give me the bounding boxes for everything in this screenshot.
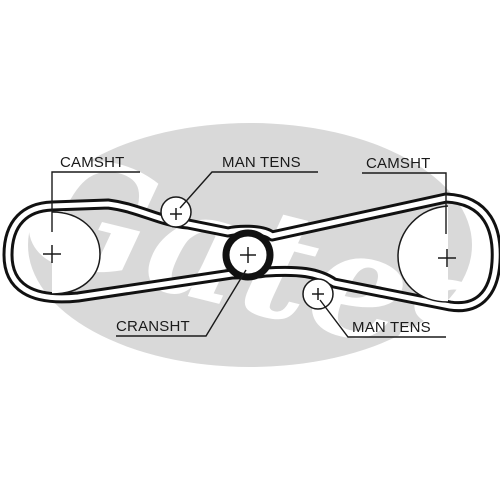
camshaft-right-arc [397, 205, 449, 303]
label-crankshaft: CRANSHT [116, 318, 190, 335]
camshaft-right-pulley [397, 205, 456, 303]
leader-camshaft-left [51, 171, 140, 232]
label-tensioner-bottom: MAN TENS [352, 319, 431, 336]
leader-crankshaft [116, 269, 247, 337]
leader-tensioner-top [179, 171, 318, 209]
timing-belt [2, 192, 500, 313]
tensioner-bottom-pulley [302, 278, 334, 310]
camshaft-left-arc [51, 211, 101, 295]
label-camshaft-right: CAMSHT [366, 155, 431, 172]
component-labels: CAMSHT MAN TENS CAMSHT CRANSHT MAN TENS [60, 154, 431, 336]
leader-lines [51, 171, 447, 338]
leader-camshaft-right [362, 172, 447, 234]
label-camshaft-left: CAMSHT [60, 154, 125, 171]
camshaft-left-pulley [43, 211, 101, 295]
leader-tensioner-bottom [319, 299, 446, 338]
crankshaft-pulley [222, 229, 274, 281]
belt-inner-edge [5, 195, 499, 310]
label-tensioner-top: MAN TENS [222, 154, 301, 171]
